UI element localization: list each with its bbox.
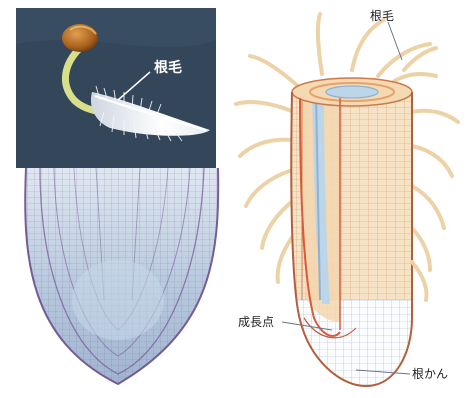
root-tip-micrograph xyxy=(16,168,222,388)
seed xyxy=(62,24,98,52)
photo-root-hair-label: 根毛 xyxy=(154,59,182,76)
root-cap-label: 根かん xyxy=(412,367,448,381)
growth-point-label: 成長点 xyxy=(238,315,274,329)
drawing-root-hair-label: 根毛 xyxy=(370,9,394,23)
seedling-photo: 根毛 xyxy=(16,8,216,168)
root-cutaway-drawing: 根毛 成長点 根かん xyxy=(236,9,458,392)
drawing-root-hair-pointer xyxy=(388,22,402,60)
